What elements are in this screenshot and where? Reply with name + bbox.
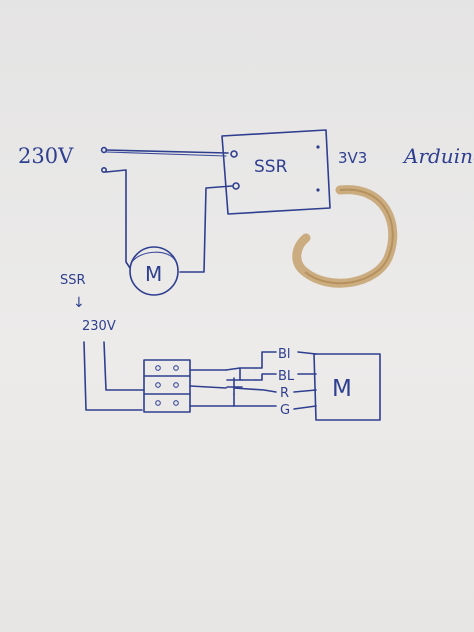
wire-label-bl2: BL — [278, 369, 295, 384]
motor-lead-1 — [297, 351, 317, 355]
wire-label-g: G — [280, 403, 290, 418]
arduino-label: Arduino — [402, 144, 474, 168]
live-wire — [105, 149, 229, 154]
wire-label-bl: Bl — [278, 347, 291, 362]
wire-r-link — [233, 387, 277, 393]
live-wire-double — [105, 151, 227, 157]
ssr-pin-plus — [316, 145, 320, 149]
input-wire-2 — [103, 341, 145, 391]
terminal-block — [143, 359, 191, 413]
wire-bl2-link — [255, 373, 277, 381]
wire-label-r: R — [280, 386, 289, 401]
motor-top-arc — [131, 251, 177, 263]
coffee-stain — [292, 185, 398, 288]
mains-voltage-label: 230V — [18, 144, 74, 168]
capacitor-symbol — [225, 367, 257, 407]
motor-lead-3 — [293, 389, 317, 393]
wire-bl1-link — [255, 351, 277, 369]
ssr-pin-minus — [316, 188, 320, 192]
note-arrow: ↓ — [73, 295, 85, 311]
neutral-wire — [105, 169, 131, 269]
motor-bottom-box — [313, 353, 381, 421]
note-voltage-label: 230V — [82, 319, 116, 334]
input-wire-1 — [83, 341, 143, 411]
motor-bottom-label: M — [332, 376, 352, 402]
motor-lead-4 — [293, 405, 317, 410]
ssr-terminal-2 — [232, 182, 240, 190]
terminal-screws — [155, 365, 179, 406]
ssr-box — [221, 129, 331, 215]
logic-voltage-label: 3V3 — [338, 149, 367, 167]
out-wire-2 — [189, 385, 227, 389]
ssr-terminal-1 — [230, 150, 238, 158]
switched-wire — [179, 185, 233, 273]
note-ssr-label: SSR — [60, 273, 86, 288]
ssr-label: SSR — [254, 157, 288, 177]
motor-top-label: M — [145, 262, 162, 286]
motor-top-symbol — [129, 246, 179, 296]
mains-terminal-bottom — [101, 167, 108, 174]
